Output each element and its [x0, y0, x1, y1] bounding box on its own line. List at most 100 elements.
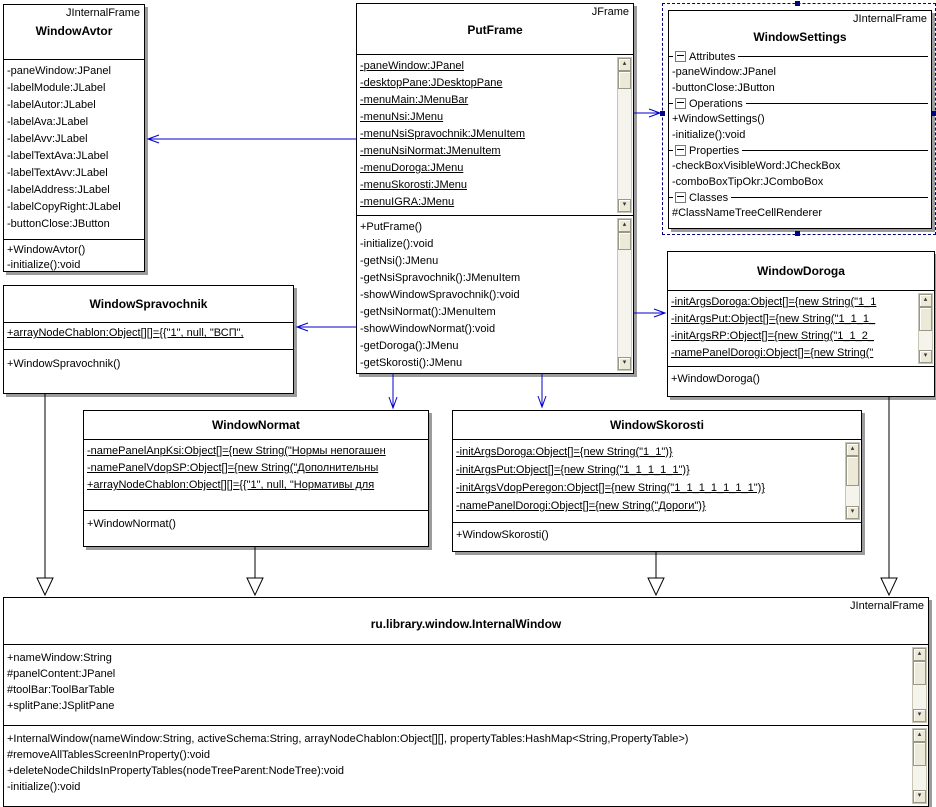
selection-handle[interactable] — [795, 1, 800, 6]
scroll-down-button[interactable]: ▾ — [846, 506, 859, 519]
scroll-track[interactable] — [846, 486, 859, 506]
group-header: Classes — [669, 190, 931, 205]
scroll-thumb[interactable] — [913, 742, 926, 766]
member-row: -initialize():void — [360, 238, 434, 250]
scroll-up-button[interactable]: ▴ — [919, 294, 932, 307]
selection-handle[interactable] — [660, 111, 665, 116]
vertical-scrollbar[interactable]: ▴ ▾ — [918, 293, 933, 364]
generalization-windownormat-internalwindow[interactable] — [246, 546, 264, 597]
member-row: -labelTextAvv:JLabel — [7, 167, 108, 179]
scroll-thumb[interactable] — [846, 456, 859, 486]
collapse-icon[interactable] — [675, 98, 686, 109]
scroll-thumb[interactable] — [919, 307, 932, 331]
rule-segment — [669, 197, 673, 198]
scroll-up-button[interactable]: ▴ — [618, 219, 631, 232]
scroll-up-button[interactable]: ▴ — [618, 58, 631, 71]
scroll-track[interactable] — [618, 250, 631, 357]
vertical-scrollbar[interactable]: ▴ ▾ — [617, 57, 632, 213]
scroll-track[interactable] — [913, 685, 926, 709]
scroll-down-button[interactable]: ▾ — [913, 709, 926, 722]
rule-segment — [738, 56, 928, 57]
association-putframe-windownormat[interactable] — [388, 373, 398, 410]
member-row: +WindowSkorosti() — [456, 529, 549, 541]
vertical-scrollbar[interactable]: ▴ ▾ — [912, 647, 927, 723]
class-window-normat[interactable]: WindowNormat -namePanelAnpKsi:Object[]={… — [83, 410, 429, 547]
class-window-skorosti[interactable]: WindowSkorosti -initArgsDoroga:Object[]=… — [452, 410, 862, 552]
member-row: -initArgsDoroga:Object[]={new String("1_… — [456, 446, 673, 458]
vertical-scrollbar[interactable]: ▴ ▾ — [845, 442, 860, 520]
methods-compartment: +WindowSpravochnik() — [4, 349, 293, 393]
attribute-list: -namePanelAnpKsi:Object[]={new String("Н… — [84, 440, 428, 494]
association-putframe-windowavtor[interactable] — [146, 134, 356, 144]
association-putframe-windowdoroga[interactable] — [633, 308, 667, 318]
class-window-doroga[interactable]: WindowDoroga -initArgsDoroga:Object[]={n… — [667, 251, 935, 397]
class-internal-window[interactable]: JInternalFrame ru.library.window.Interna… — [3, 597, 929, 807]
member-row: -getNsi():JMenu — [360, 255, 439, 267]
member-row: -paneWindow:JPanel — [672, 66, 776, 78]
vertical-scrollbar[interactable]: ▴ ▾ — [912, 728, 927, 804]
methods-compartment: +WindowNormat() — [84, 510, 428, 546]
class-window-settings[interactable]: JInternalFrame WindowSettings Attributes… — [668, 10, 932, 229]
methods-compartment: +WindowDoroga() — [668, 366, 934, 396]
collapse-icon[interactable] — [675, 192, 686, 203]
scroll-down-icon: ▾ — [917, 711, 922, 718]
scroll-track[interactable] — [919, 331, 932, 350]
member-row: -initialize():void — [7, 259, 81, 271]
member-row: +splitPane:JSplitPane — [7, 700, 115, 712]
member-row: #ClassNameTreeCellRenderer — [672, 207, 822, 219]
scroll-thumb[interactable] — [913, 661, 926, 685]
collapse-icon[interactable] — [675, 145, 686, 156]
collapse-icon[interactable] — [675, 51, 686, 62]
rule-segment — [745, 103, 928, 104]
member-row: -paneWindow:JPanel — [7, 65, 111, 77]
selection-handle[interactable] — [795, 231, 800, 236]
scroll-down-button[interactable]: ▾ — [618, 199, 631, 212]
group-operations: Operations +WindowSettings()-initialize(… — [669, 96, 931, 143]
member-row: -initArgsPut:Object[]={new String("1_1_1… — [671, 313, 876, 325]
member-row: -menuDoroga:JMenu — [360, 162, 464, 174]
member-row: -initArgsRP:Object[]={new String("1_1_2_ — [671, 330, 874, 342]
member-row: -getNsiSpravochnik():JMenuItem — [360, 272, 521, 284]
association-putframe-windowsettings[interactable] — [633, 108, 662, 118]
attribute-list: -paneWindow:JPanel-desktopPane:JDesktopP… — [357, 55, 633, 211]
scroll-thumb[interactable] — [618, 232, 631, 250]
association-putframe-windowspravochnik[interactable] — [295, 322, 356, 332]
group-label: Attributes — [689, 50, 736, 63]
association-putframe-windowskorosti[interactable] — [537, 373, 547, 409]
member-row: -initialize():void — [672, 129, 746, 141]
member-row: -menuNsiNormat:JMenuItem — [360, 145, 501, 157]
member-row: -paneWindow:JPanel — [360, 60, 464, 72]
scroll-up-button[interactable]: ▴ — [913, 729, 926, 742]
class-window-avtor[interactable]: JInternalFrame WindowAvtor -paneWindow:J… — [3, 4, 145, 272]
selection-handle[interactable] — [932, 111, 936, 116]
scroll-up-button[interactable]: ▴ — [846, 443, 859, 456]
generalization-windowspravochnik-internalwindow[interactable] — [36, 393, 54, 597]
scroll-thumb[interactable] — [618, 71, 631, 89]
scroll-down-button[interactable]: ▾ — [919, 350, 932, 363]
member-row: +PutFrame() — [360, 221, 423, 233]
member-row: -namePanelAnpKsi:Object[]={new String("Н… — [87, 445, 386, 457]
group-classes: Classes #ClassNameTreeCellRenderer — [669, 190, 931, 221]
group-header: Attributes — [669, 49, 931, 64]
member-row: -labelAva:JLabel — [7, 116, 89, 128]
class-put-frame[interactable]: JFrame PutFrame -paneWindow:JPanel-deskt… — [356, 3, 634, 374]
class-name: WindowDoroga — [757, 264, 845, 278]
scroll-up-button[interactable]: ▴ — [913, 648, 926, 661]
attributes-compartment: +arrayNodeChablon:Object[][]={{"1", null… — [4, 322, 293, 349]
generalization-windowskorosti-internalwindow[interactable] — [647, 551, 665, 597]
member-row: +WindowDoroga() — [671, 373, 760, 385]
class-window-spravochnik[interactable]: WindowSpravochnik +arrayNodeChablon:Obje… — [3, 285, 294, 394]
class-name: WindowSettings — [753, 30, 847, 44]
scroll-down-button[interactable]: ▾ — [913, 790, 926, 803]
group-item-list: -checkBoxVisibleWord:JCheckBox -comboBoxT… — [669, 158, 931, 190]
scroll-track[interactable] — [913, 766, 926, 790]
scroll-track[interactable] — [618, 89, 631, 199]
member-row: -comboBoxTipOkr:JComboBox — [672, 176, 824, 188]
vertical-scrollbar[interactable]: ▴ ▾ — [617, 218, 632, 371]
group-item-list: -paneWindow:JPanel-buttonClose:JButton — [669, 64, 931, 96]
scroll-down-button[interactable]: ▾ — [618, 357, 631, 370]
generalization-windowdoroga-internalwindow[interactable] — [880, 396, 898, 597]
member-row: -menuNsi:JMenu — [360, 111, 444, 123]
member-row: -checkBoxVisibleWord:JCheckBox — [672, 160, 841, 172]
member-row: -menuNsiSpravochnik:JMenuItem — [360, 128, 526, 140]
